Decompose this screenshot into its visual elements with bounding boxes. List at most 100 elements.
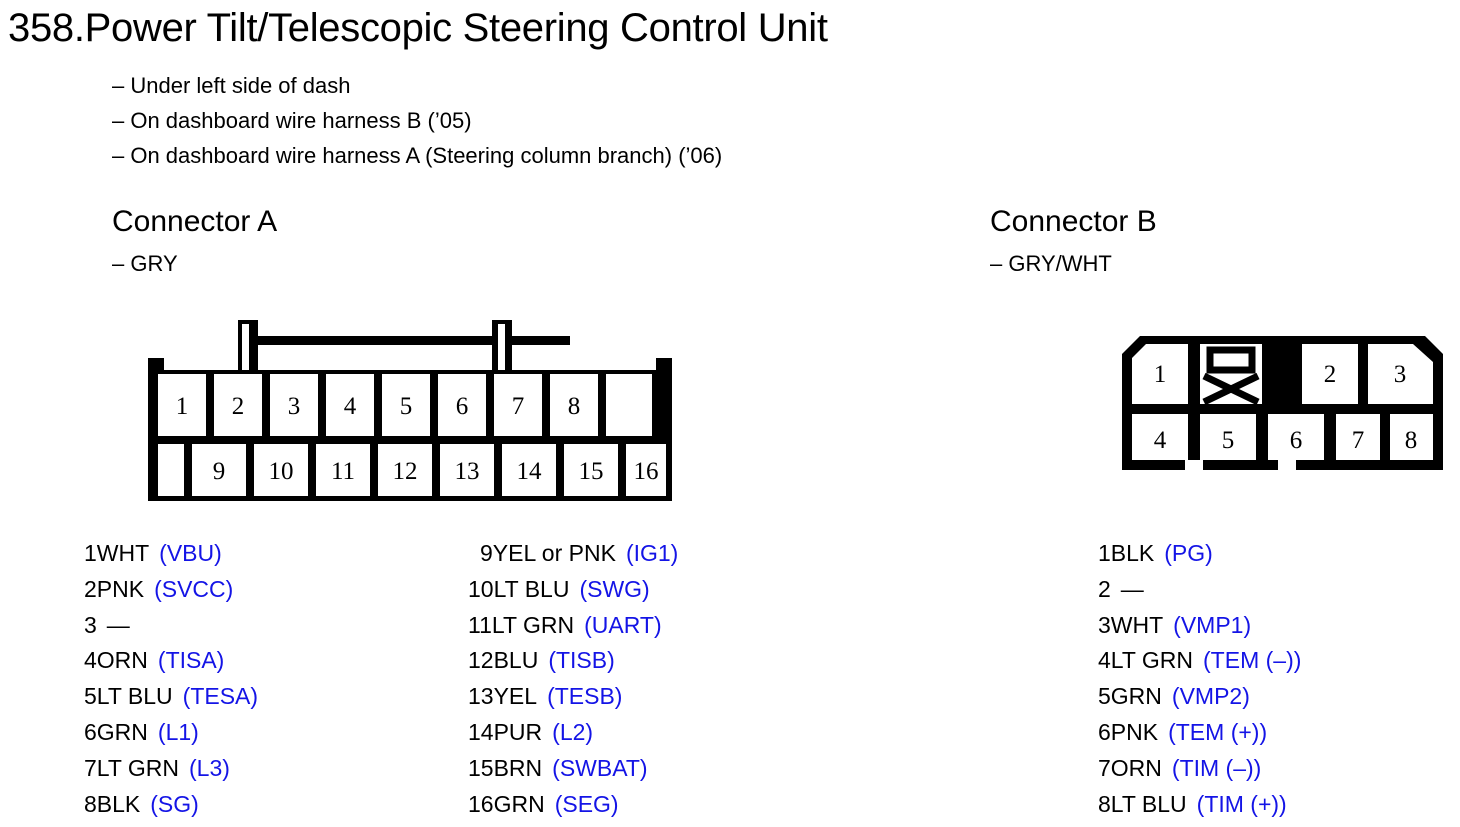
connector-a-heading: Connector A [112,205,278,238]
pin-row: 16GRN (SEG) [468,787,678,823]
pin-signal-name: (TESB) [547,683,623,710]
pin-row: 6GRN(L1) [84,715,258,751]
connector-a-latch-bar [250,336,570,345]
connector-a-pin-list-column-1: 1WHT(VBU)2PNK(SVCC)3—4ORN(TISA)5LT BLU(T… [84,536,258,822]
cell-6 [1268,414,1324,460]
pin-signal-name: (L2) [552,718,594,745]
connector-a-right-notch [656,358,672,374]
cell-label: 3 [1394,361,1407,388]
cell-12 [378,444,432,496]
pin-signal-name: (SWG) [579,575,650,602]
cell-8 [550,374,598,436]
pin-number-wire: 7LT GRN [84,754,180,781]
cell-5 [382,374,430,436]
cell-10 [254,444,308,496]
connector-a-diagram: 1 2 3 4 5 6 7 8 9 10 11 12 13 14 15 16 [140,318,680,508]
pin-number-wire: 12BLU [468,647,539,674]
connector-a-bottom-labels: 9 10 11 12 13 14 15 16 [213,458,659,485]
cell-2 [1302,344,1358,404]
cell-3 [270,374,318,436]
pin-number-wire: 16GRN [468,790,545,817]
note-line: – On dashboard wire harness B (’05) [112,108,472,133]
pin-signal-name: (PG) [1164,540,1213,566]
cell-label: 3 [288,393,301,420]
pin-number-wire: 5LT BLU [84,683,173,710]
pin-signal-name: (SG) [150,790,199,817]
pin-row: 3WHT(VMP1) [1098,608,1301,644]
cell-label: 7 [512,393,525,420]
notes-list: – Under left side of dash – On dashboard… [112,68,722,173]
cell-5 [1200,414,1256,460]
cell-3 [1368,344,1433,404]
pin-signal-name: (TISB) [548,647,615,674]
cell-label: 15 [579,458,604,485]
pin-number-wire: 6PNK [1098,718,1159,745]
pin-row: 8LT BLU(TIM (+)) [1098,787,1301,823]
cell-label: 5 [400,393,413,420]
cell-label: 5 [1222,427,1235,454]
cell-13 [440,444,494,496]
pin-row: 1BLK(PG) [1098,536,1301,572]
pin-signal-name: (TIM (–)) [1171,754,1262,781]
note-line: – On dashboard wire harness A (Steering … [112,143,723,168]
cell-4 [326,374,374,436]
cell-4 [1132,414,1188,460]
pin-signal-name: (VBU) [159,540,222,566]
crossed-box-icon [1202,346,1260,406]
cell-7 [494,374,542,436]
pin-row: 14PUR (L2) [468,715,678,751]
pin-number-wire: 8BLK [84,790,141,817]
pin-row: 15BRN(SWBAT) [468,751,678,787]
cell-label: 13 [455,458,480,485]
pin-row: 12BLU (TISB) [468,643,678,679]
pin-row: 5LT BLU(TESA) [84,679,258,715]
cell-label: 4 [344,393,357,420]
cell-1 [1132,344,1188,404]
cell-9 [192,444,246,496]
pin-number-wire: 8LT BLU [1098,790,1187,817]
pin-signal-name: (IG1) [625,540,679,566]
pin-signal-name: (L1) [157,718,199,745]
cell-top-blank [606,374,652,436]
cell-label: 10 [269,458,294,485]
cell-label: 8 [568,393,581,420]
cell-label: 7 [1352,427,1365,454]
cell-2 [214,374,262,436]
pin-row: 2PNK(SVCC) [84,572,258,608]
pin-number-wire: 3 [84,611,97,638]
pin-number-wire: 14PUR [468,718,543,745]
pin-signal-name: (SEG) [554,790,619,817]
pin-number-wire: 4ORN [84,647,148,674]
pin-number-wire: 15BRN [468,754,543,781]
pin-number-wire: 9YEL or PNK [480,540,616,566]
cell-label: 11 [331,458,355,485]
cell-6 [438,374,486,436]
pin-row: 6PNK(TEM (+)) [1098,715,1301,751]
pin-row: 3— [84,608,258,644]
cell-label: 9 [213,458,226,485]
connector-a-bottom-row [158,444,666,496]
cell-label: 16 [634,458,659,485]
cell-label: 6 [456,393,469,420]
pin-number-wire: 1WHT [84,540,150,566]
connector-a-post-left-slot [242,324,249,370]
connector-b-diagram: 1 2 3 4 5 6 7 8 [1100,332,1455,482]
pin-signal-name: (L3) [189,754,230,781]
pin-row: 10LT BLU(SWG) [468,572,678,608]
pin-empty-dash: — [1120,575,1144,602]
pin-number-wire: 4LT GRN [1098,647,1194,674]
cell-label: 8 [1405,427,1418,454]
cell-15 [564,444,618,496]
pin-number-wire: 2 [1098,575,1111,602]
pin-number-wire: 5GRN [1098,683,1162,710]
connector-b-bottom-row [1132,414,1433,460]
cell-label: 6 [1290,427,1303,454]
pin-signal-name: (TEM (–)) [1203,647,1302,674]
cell-8 [1390,414,1433,460]
note-line: – Under left side of dash [112,73,351,98]
cell-label: 2 [1324,361,1337,388]
cell-14 [502,444,556,496]
pin-number-wire: 3WHT [1098,611,1164,638]
page-title: 358.Power Tilt/Telescopic Steering Contr… [8,6,828,50]
cell-7 [1336,414,1380,460]
